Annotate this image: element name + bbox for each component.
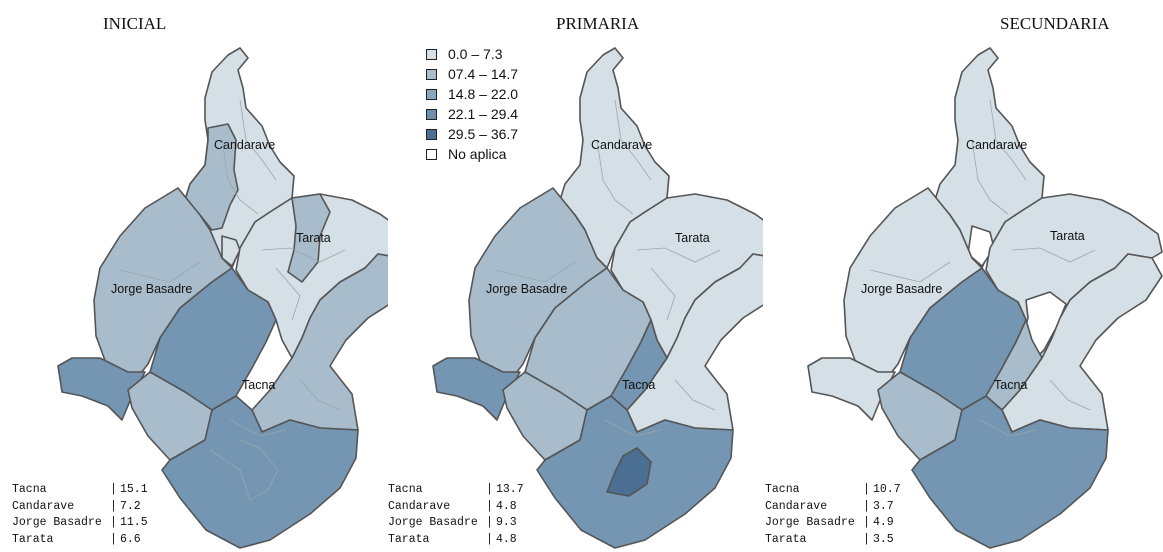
- district-tarata-east[interactable]: [287, 193, 331, 283]
- panel-title: INICIAL: [103, 14, 167, 33]
- stats-table: Tacna|10.7 Candarave|3.7 Jorge Basadre|4…: [765, 482, 901, 548]
- district-tacna-dark[interactable]: [606, 447, 652, 497]
- map-label-tacna: Tacna: [242, 378, 275, 392]
- map-label-tacna: Tacna: [994, 378, 1027, 392]
- panel-title: SECUNDARIA: [1000, 14, 1110, 33]
- stats-row: Candarave|3.7: [765, 499, 894, 513]
- stats-row: Tacna|15.1: [12, 483, 148, 496]
- legend-item-5: 29.5 – 36.7: [426, 124, 518, 144]
- map-label-candarave: Candarave: [591, 138, 652, 152]
- stats-row: Tarata|6.6: [12, 532, 141, 546]
- legend-item-6: No aplica: [426, 144, 518, 164]
- map-label-candarave: Candarave: [966, 138, 1027, 152]
- map-label-candarave: Candarave: [214, 138, 275, 152]
- stats-row: Jorge Basadre|9.3: [388, 516, 517, 529]
- legend-swatch: [426, 108, 437, 120]
- district-tacna-central[interactable]: [149, 267, 277, 411]
- panel-title: PRIMARIA: [556, 14, 640, 33]
- map-label-tacna: Tacna: [622, 378, 655, 392]
- stats-row: Tarata|3.5: [765, 532, 894, 546]
- legend-swatch: [426, 88, 437, 100]
- legend-item-1: 0.0 – 7.3: [426, 44, 518, 64]
- district-tacna-south[interactable]: [911, 395, 1109, 549]
- stats-table: Tacna|13.7 Candarave|4.8 Jorge Basadre|9…: [388, 482, 524, 548]
- panel-primaria: PRIMARIA Candarave Tarata Jorge Basadre …: [375, 0, 763, 552]
- panel-inicial: INICIAL Candarave Tarata Jorge: [0, 0, 388, 552]
- stats-row: Candarave|7.2: [12, 499, 141, 513]
- legend-label: 0.0 – 7.3: [448, 46, 503, 62]
- panel-secundaria: SECUNDARIA Candarave Tarata Jorge Basadr…: [750, 0, 1163, 552]
- choropleth-map: Candarave Tarata Jorge Basadre Tacna: [57, 47, 388, 549]
- stats-row: Candarave|4.8: [388, 499, 517, 513]
- legend-label: 29.5 – 36.7: [448, 126, 519, 142]
- stats-table: Tacna|15.1 Candarave|7.2 Jorge Basadre|1…: [12, 482, 148, 548]
- stats-row: Jorge Basadre|4.9: [765, 516, 894, 529]
- legend-label: No aplica: [448, 146, 507, 162]
- legend-item-4: 22.1 – 29.4: [426, 104, 518, 124]
- legend-item-2: 07.4 – 14.7: [426, 64, 518, 84]
- choropleth-map: Candarave Tarata Jorge Basadre Tacna: [432, 47, 763, 549]
- choropleth-map: Candarave Tarata Jorge Basadre Tacna: [807, 47, 1163, 549]
- map-legend: 0.0 – 7.3 07.4 – 14.7 14.8 – 22.0 22.1 –…: [426, 44, 518, 164]
- legend-swatch: [426, 48, 437, 60]
- stats-row: Jorge Basadre|11.5: [12, 516, 148, 529]
- legend-swatch: [426, 148, 437, 160]
- legend-label: 22.1 – 29.4: [448, 106, 519, 122]
- district-tacna-south[interactable]: [161, 395, 359, 549]
- legend-label: 07.4 – 14.7: [448, 66, 519, 82]
- legend-item-3: 14.8 – 22.0: [426, 84, 518, 104]
- stats-row: Tacna|13.7: [388, 483, 524, 496]
- legend-swatch: [426, 128, 437, 140]
- stats-row: Tarata|4.8: [388, 532, 517, 546]
- legend-label: 14.8 – 22.0: [448, 86, 519, 102]
- district-candarave-west[interactable]: [184, 123, 239, 231]
- map-label-jorge-basadre: Jorge Basadre: [861, 282, 942, 296]
- map-label-tarata: Tarata: [296, 231, 331, 245]
- stats-row: Tacna|10.7: [765, 483, 901, 496]
- district-candarave-enclave[interactable]: [221, 235, 241, 267]
- map-label-tarata: Tarata: [675, 231, 710, 245]
- legend-swatch: [426, 68, 437, 80]
- map-label-jorge-basadre: Jorge Basadre: [111, 282, 192, 296]
- map-label-jorge-basadre: Jorge Basadre: [486, 282, 567, 296]
- map-label-tarata: Tarata: [1050, 229, 1085, 243]
